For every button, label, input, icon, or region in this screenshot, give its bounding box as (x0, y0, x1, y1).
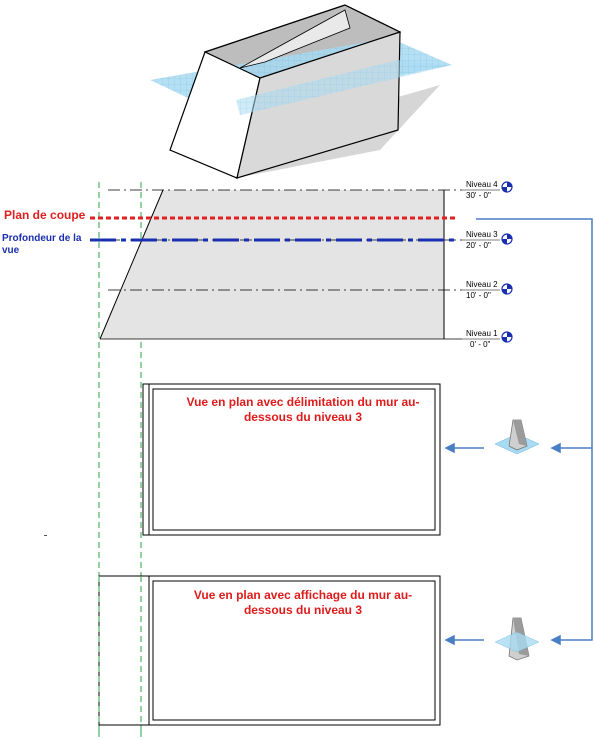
plan-view-2-outer (98, 575, 441, 726)
plan-view-2-caption: Vue en plan avec affichage du mur au- de… (168, 588, 438, 618)
view-depth-label-line2: vue (2, 245, 20, 256)
building-front-face (236, 31, 401, 179)
plan-view-2 (98, 575, 441, 726)
level-markers (462, 181, 513, 343)
level-1-marker-icon (501, 331, 513, 343)
building-top-edge (204, 4, 346, 53)
view-depth-label: Profondeur de la vue (2, 233, 81, 257)
level-2-marker-icon (501, 283, 513, 295)
plan-view-1 (142, 383, 441, 536)
plan-view-2-inner (152, 580, 436, 721)
plan-view-2-caption-line2: dessous du niveau 3 (243, 603, 363, 617)
connector-arrows (444, 218, 593, 646)
arrow-head-2a (550, 634, 561, 646)
level-3-name: Niveau 3 (466, 230, 498, 239)
plan-view-1-caption-line2: dessous du niveau 3 (243, 410, 363, 424)
level-4-name: Niveau 4 (466, 180, 498, 189)
building-inner-wall (239, 9, 351, 69)
cut-plane-label: Plan de coupe (4, 208, 86, 222)
wall-icon-2 (494, 617, 540, 661)
level-3-marker-icon (501, 233, 513, 245)
section-plane-front-grid (236, 60, 452, 115)
isometric-building (150, 4, 452, 179)
plan-view-2-caption-line1: Vue en plan avec affichage du mur au- (193, 588, 413, 602)
level-4-marker-icon (501, 181, 513, 193)
section-wall-slope (99, 189, 164, 340)
level-2-name: Niveau 2 (466, 280, 498, 289)
arrow-head-1a (550, 442, 561, 454)
level-1-elevation: 0' - 0" (470, 340, 491, 349)
view-depth-label-line1: Profondeur de la (2, 233, 82, 244)
arrow-head-1b (444, 442, 455, 454)
level-1-name: Niveau 1 (466, 329, 498, 338)
plan-view-1-caption-line1: Vue en plan avec délimitation du mur au- (186, 395, 420, 409)
plan-view-1-caption: Vue en plan avec délimitation du mur au-… (168, 395, 438, 425)
plan-view-1-inner (152, 388, 436, 531)
level-2-elevation: 10' - 0" (466, 291, 491, 300)
level-4-elevation: 30' - 0" (466, 191, 491, 200)
plan-view-1-outer (142, 383, 441, 536)
building-top-edge-right (344, 4, 401, 33)
wall-icon-1 (494, 419, 540, 455)
arrow-head-2b (444, 634, 455, 646)
section-elevation (90, 181, 513, 343)
section-wall-fill (100, 190, 444, 339)
stray-tick-mark (44, 535, 47, 536)
connector-bracket (476, 218, 593, 641)
level-3-elevation: 20' - 0" (466, 241, 491, 250)
